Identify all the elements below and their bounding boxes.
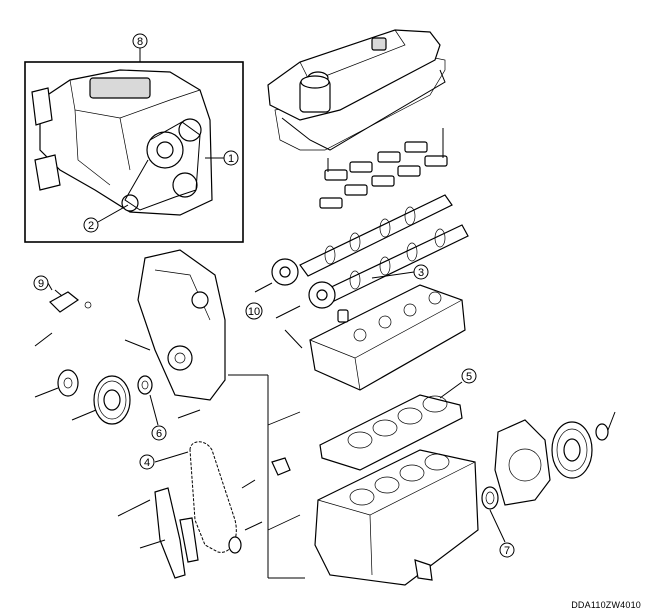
callout-8: 8 [132, 33, 148, 49]
callout-2: 2 [83, 217, 99, 233]
callout-1: 1 [223, 150, 239, 166]
cylinder-head-cover [267, 29, 446, 151]
svg-text:9: 9 [38, 278, 44, 290]
callout-3: 3 [413, 264, 429, 280]
callout-6: 6 [151, 425, 167, 441]
camshafts [254, 194, 469, 319]
figure-reference-code: DDA110ZW4010 [571, 600, 641, 610]
camshaft-caps [319, 128, 448, 209]
svg-text:5: 5 [466, 371, 472, 383]
svg-text:7: 7 [504, 545, 510, 557]
callouts: 1 2 3 4 5 6 7 8 [33, 33, 515, 558]
callout-10: 10 [245, 302, 263, 320]
assembled-engine-inset [24, 61, 244, 243]
svg-text:6: 6 [156, 428, 162, 440]
oil-control-valve [34, 277, 92, 347]
svg-text:3: 3 [418, 267, 424, 279]
callout-4: 4 [139, 454, 155, 470]
svg-text:4: 4 [144, 457, 150, 469]
engine-front-cover [124, 249, 226, 401]
cylinder-block [314, 449, 479, 586]
svg-text:10: 10 [248, 306, 260, 318]
cylinder-head-gasket [319, 381, 463, 471]
svg-text:8: 8 [137, 36, 143, 48]
svg-text:1: 1 [228, 153, 234, 165]
cylinder-head [284, 284, 466, 391]
svg-text:2: 2 [88, 220, 94, 232]
rear-components [481, 411, 616, 543]
callout-5: 5 [461, 368, 477, 384]
timing-chain-assembly [117, 374, 305, 579]
front-pulleys [34, 369, 201, 426]
callout-9: 9 [33, 275, 49, 291]
callout-7: 7 [499, 542, 515, 558]
